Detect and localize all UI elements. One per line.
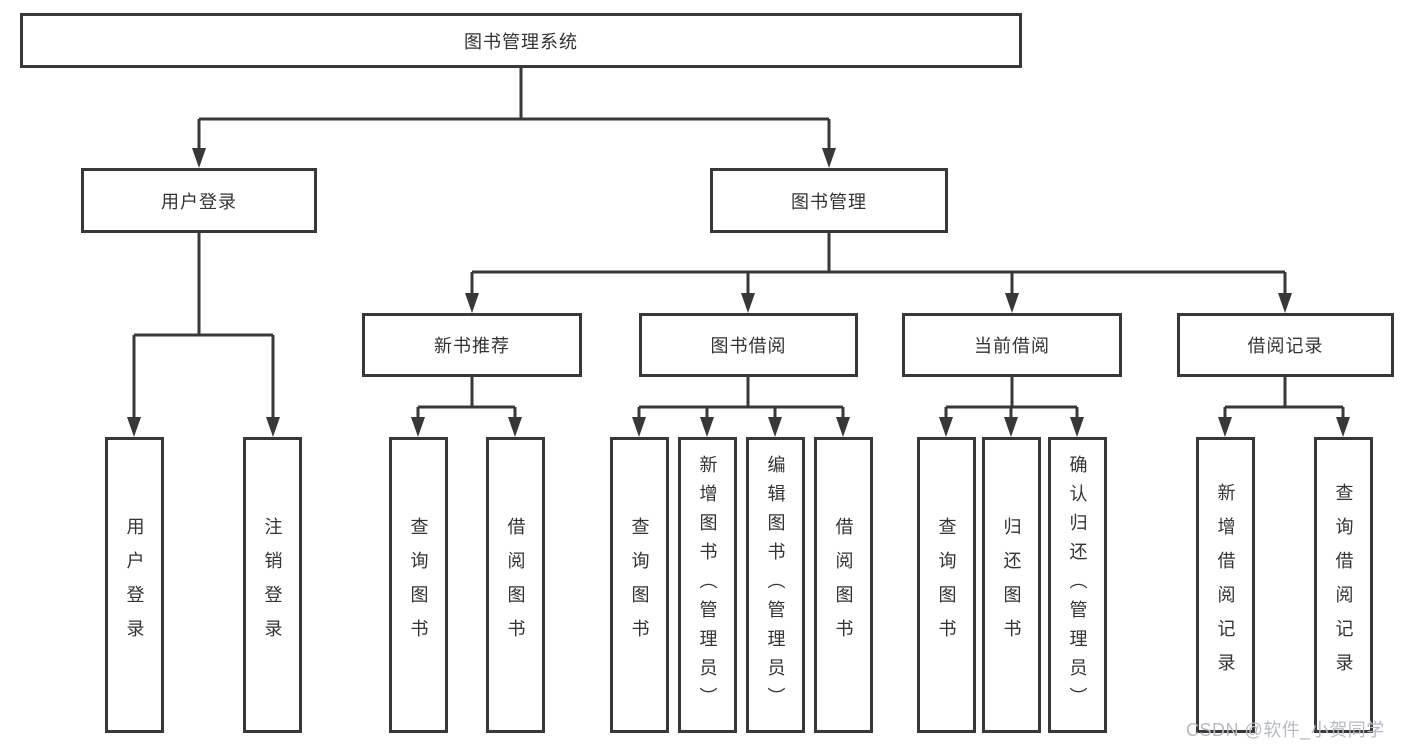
leaf-confirm-return-admin: 确认归还（管理员）	[1048, 437, 1107, 733]
node-label: 查询图书	[408, 517, 429, 653]
leaf-query-books-borrowing: 查询图书	[610, 437, 669, 733]
node-label: 新增借阅记录	[1215, 483, 1236, 687]
node-label: 编辑图书（管理员）	[765, 454, 786, 716]
leaf-add-books-admin: 新增图书（管理员）	[678, 437, 737, 733]
node-label: 注销登录	[262, 517, 283, 653]
node-book-borrowing: 图书借阅	[639, 313, 858, 377]
leaf-query-books-recommend: 查询图书	[389, 437, 448, 733]
node-book-management-branch: 图书管理	[710, 168, 948, 233]
node-new-book-recommendation: 新书推荐	[362, 313, 582, 377]
node-label: 借阅记录	[1247, 336, 1324, 356]
node-label: 图书管理系统	[464, 31, 578, 52]
node-label: 确认归还（管理员）	[1067, 454, 1088, 716]
node-label: 借阅图书	[505, 517, 526, 653]
leaf-borrow-books-recommend: 借阅图书	[486, 437, 545, 733]
leaf-query-books-current: 查询图书	[917, 437, 976, 733]
leaf-logout: 注销登录	[243, 437, 302, 733]
node-label: 新书推荐	[434, 336, 510, 356]
leaf-add-borrow-record: 新增借阅记录	[1196, 437, 1255, 733]
node-user-login-branch: 用户登录	[81, 168, 317, 233]
node-library-management-system: 图书管理系统	[20, 13, 1022, 68]
leaf-borrow-books-borrowing: 借阅图书	[814, 437, 873, 733]
node-label: 用户登录	[161, 191, 237, 212]
leaf-query-borrow-record: 查询借阅记录	[1314, 437, 1373, 733]
csdn-watermark: CSDN @软件_小贺同学	[1186, 720, 1385, 740]
node-label: 图书管理	[791, 191, 867, 212]
leaf-user-login: 用户登录	[105, 437, 164, 733]
node-label: 图书借阅	[710, 336, 787, 356]
leaf-edit-books-admin: 编辑图书（管理员）	[746, 437, 805, 733]
node-borrowing-records: 借阅记录	[1177, 313, 1394, 377]
node-label: 查询借阅记录	[1333, 483, 1354, 687]
node-label: 新增图书（管理员）	[697, 454, 718, 716]
node-current-borrowing: 当前借阅	[902, 313, 1122, 377]
leaf-return-books: 归还图书	[982, 437, 1041, 733]
node-label: 归还图书	[1001, 517, 1022, 653]
node-label: 查询图书	[936, 517, 957, 653]
node-label: 查询图书	[629, 517, 650, 653]
node-label: 当前借阅	[974, 336, 1050, 356]
node-label: 借阅图书	[833, 517, 854, 653]
node-label: 用户登录	[124, 517, 145, 653]
